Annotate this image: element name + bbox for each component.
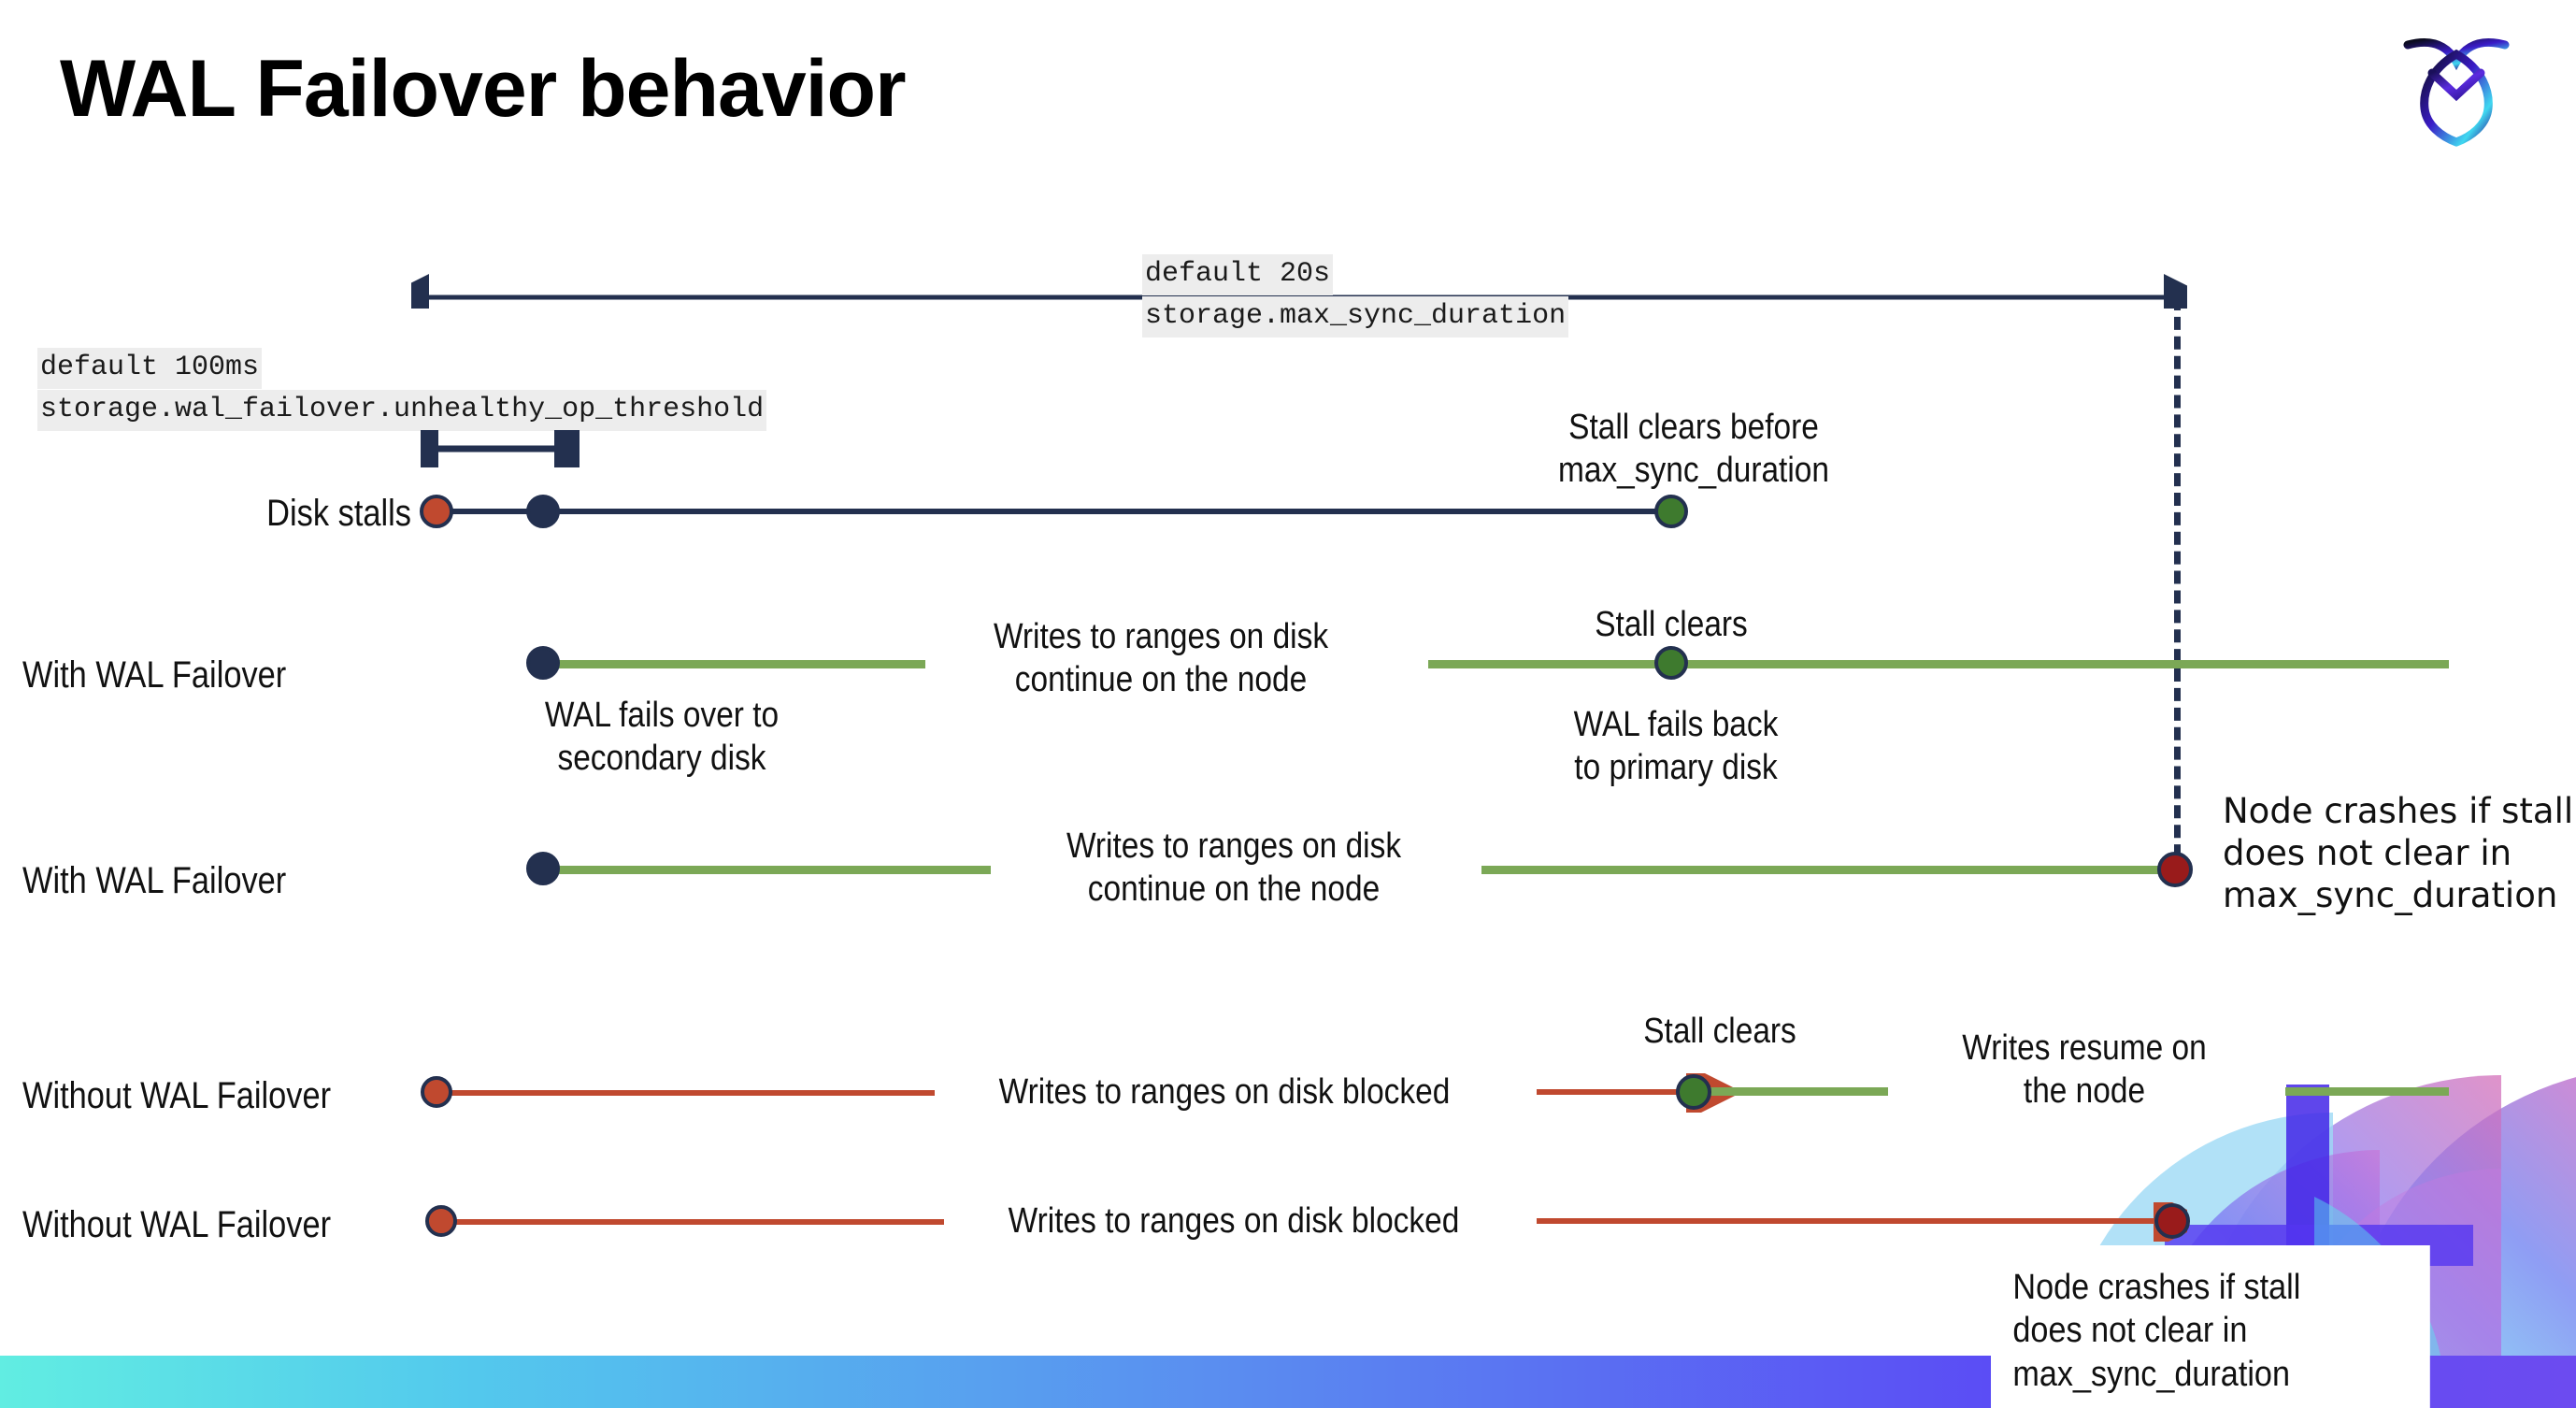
node-crash-marker-1 [2157,852,2193,887]
wal-failover-trigger-marker [526,495,560,528]
unhealthy-threshold-span-arrow [421,430,580,467]
max-sync-setting-label: storage.max_sync_duration [1142,296,1569,338]
disk-stall-clear-marker [1654,495,1688,528]
disk-stall-timeline [437,509,1671,514]
blocked-writes-segment-2 [439,1219,944,1225]
disk-stall-start-marker [420,495,453,528]
row-label-with-wal-failover-1: With WAL Failover [22,654,287,696]
wal-failover-start-marker-2 [526,852,560,885]
wal-failover-secondary-segment-1 [547,660,925,668]
max-sync-deadline-guide [2174,297,2181,877]
unhealthy-default-label: default 100ms [37,348,263,389]
annotation-stall-clears-2: Stall clears [1643,1012,1796,1051]
node-crash-marker-2 [2154,1203,2190,1239]
annotation-stall-clears-before: Stall clears before max_sync_duration [1558,408,1829,491]
writes-resume-segment-1a [1710,1087,1888,1096]
stall-clear-marker-2 [1676,1074,1711,1110]
stall-start-marker-1 [421,1076,452,1108]
wal-failover-primary-segment-1 [1428,660,2449,668]
annotation-wal-fails-over: WAL fails over to secondary disk [544,696,780,779]
annotation-writes-continue-2: Writes to ranges on disk continue on the… [1066,826,1402,910]
wal-failover-secondary-segment-2a [547,866,991,874]
max-sync-default-label: default 20s [1142,254,1334,295]
row-label-with-wal-failover-2: With WAL Failover [22,860,287,901]
stall-start-marker-2 [425,1205,457,1237]
wal-failover-start-marker-1 [526,646,560,680]
annotation-writes-blocked-1: Writes to ranges on disk blocked [998,1072,1451,1112]
stall-clears-arrow-1 [1537,1073,1739,1113]
annotation-wal-fails-back: WAL fails back to primary disk [1573,705,1779,788]
annotation-stall-clears-1: Stall clears [1595,605,1748,644]
annotation-writes-blocked-2: Writes to ranges on disk blocked [1008,1201,1460,1241]
writes-resume-segment-1b [2285,1087,2449,1096]
wal-failover-secondary-segment-2b [1481,866,2178,874]
cockroachdb-logo-icon [2391,21,2522,151]
node-crash-arrow [1537,1202,2187,1242]
page-title: WAL Failover behavior [60,44,907,134]
annotation-writes-continue-1: Writes to ranges on disk continue on the… [993,617,1329,700]
row-label-disk-stalls: Disk stalls [266,493,411,534]
unhealthy-setting-label: storage.wal_failover.unhealthy_op_thresh… [37,390,767,431]
blocked-writes-segment-1 [439,1090,935,1096]
annotation-writes-resume: Writes resume on the node [1962,1028,2207,1112]
row-label-without-wal-failover-1: Without WAL Failover [22,1075,332,1116]
callout-node-crashes-2: Node crashes if stall does not clear in … [1991,1245,2430,1408]
row-label-without-wal-failover-2: Without WAL Failover [22,1204,332,1245]
annotation-node-crashes-1: Node crashes if stall does not clear in … [2223,791,2574,916]
wal-fails-back-marker [1654,646,1688,680]
